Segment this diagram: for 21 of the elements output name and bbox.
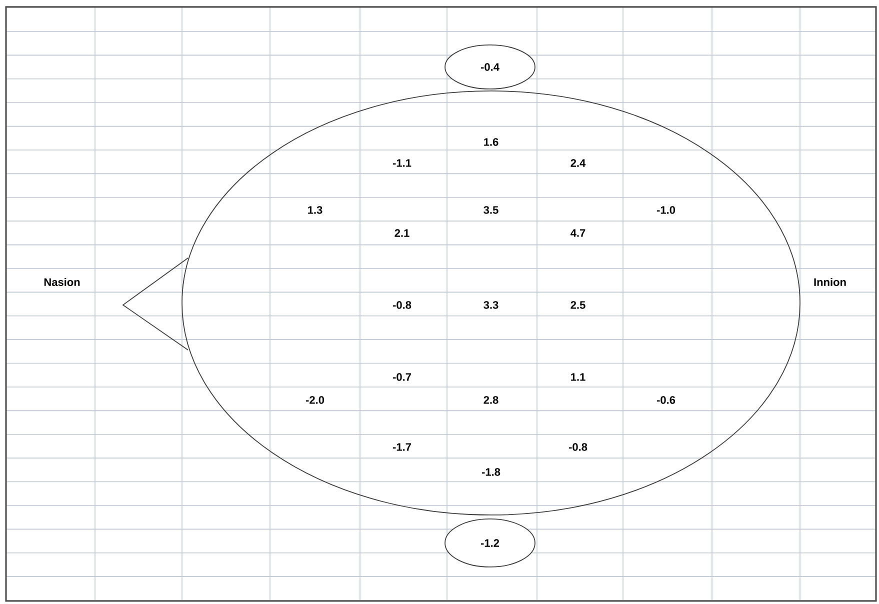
landmark-label: Nasion — [44, 278, 80, 286]
value-label: 3.5 — [484, 206, 498, 214]
value-label: -1.0 — [656, 206, 676, 214]
value-label: -0.8 — [392, 301, 412, 309]
value-label: -0.8 — [568, 443, 588, 451]
value-label: 2.4 — [570, 159, 586, 167]
value-label: -1.1 — [392, 159, 412, 167]
value-label: 2.8 — [484, 396, 498, 404]
value-label: -1.8 — [482, 468, 500, 476]
value-label: 3.3 — [484, 301, 498, 309]
landmark-label: Innion — [814, 278, 846, 286]
value-label: 2.1 — [394, 229, 410, 237]
value-label: 1.3 — [308, 206, 322, 214]
value-label: -1.7 — [392, 443, 411, 451]
value-label: 1.6 — [484, 138, 498, 146]
value-label: 1.1 — [571, 373, 586, 381]
value-label: -2.0 — [306, 396, 324, 404]
value-label: 4.7 — [570, 229, 586, 237]
value-label: 2.5 — [570, 301, 586, 309]
value-label: -0.7 — [392, 373, 411, 381]
value-label: -0.6 — [656, 396, 676, 404]
